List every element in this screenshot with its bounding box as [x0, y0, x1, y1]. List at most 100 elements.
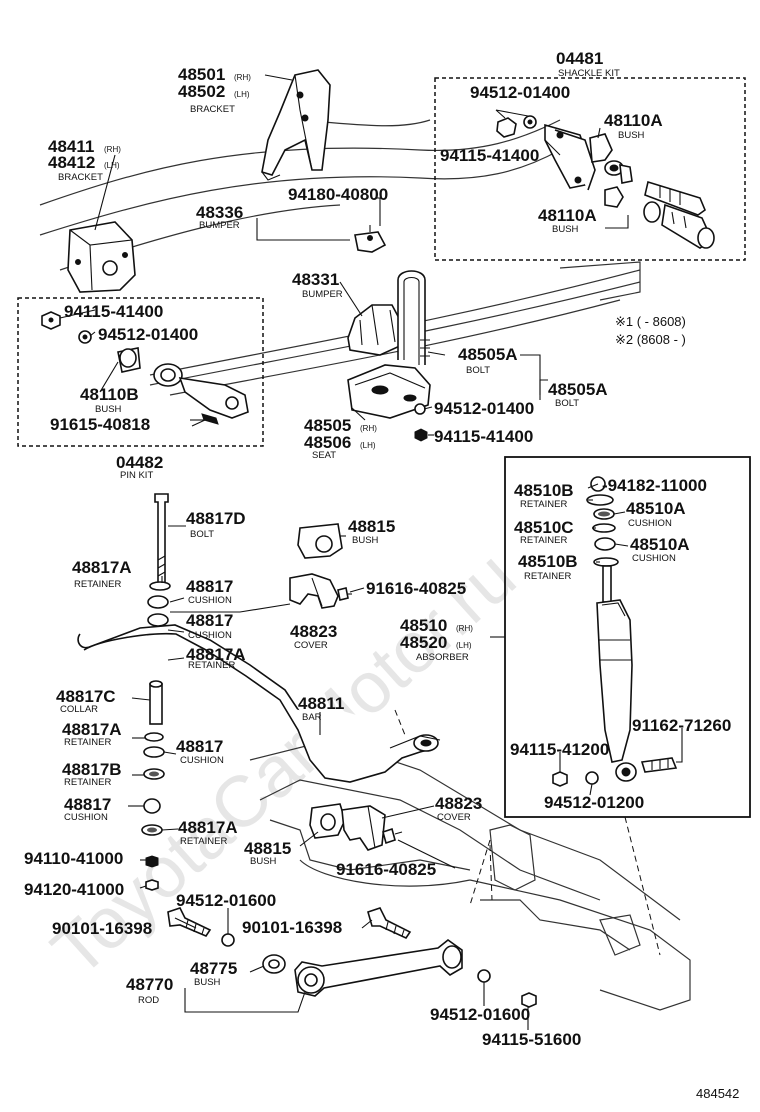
part-name-48520: ABSORBER: [416, 652, 469, 663]
part-number-48770[interactable]: 48770: [126, 975, 173, 994]
part-number-48823-a[interactable]: 48823: [290, 622, 337, 641]
part-name-48510C: RETAINER: [520, 535, 567, 546]
part-number-48817-d[interactable]: 48817: [64, 795, 111, 814]
part-number-48510A-a[interactable]: 48510A: [626, 499, 686, 518]
part-number-48817A-d[interactable]: 48817A: [178, 818, 238, 837]
part-name-48510A-b: CUSHION: [632, 553, 676, 564]
part-name-48505A-b: BOLT: [555, 398, 579, 409]
part-number-48110B[interactable]: 48110B: [80, 385, 139, 404]
part-number-94512-01600-a[interactable]: 94512-01600: [176, 891, 276, 910]
part-number-48817A-a[interactable]: 48817A: [72, 558, 132, 577]
part-number-94115-41400-a[interactable]: 94115-41400: [440, 146, 539, 165]
part-number-48510[interactable]: 48510: [400, 616, 447, 635]
part-number-48823-b[interactable]: 48823: [435, 794, 482, 813]
part-name-48510B-a: RETAINER: [520, 499, 567, 510]
part-number-48505A-a[interactable]: 48505A: [458, 345, 518, 364]
bracket-48411[interactable]: [67, 221, 136, 293]
part-number-94120-41000[interactable]: 94120-41000: [24, 880, 124, 899]
part-number-94512-01400-b[interactable]: 94512-01400: [98, 325, 198, 344]
bracket-48501[interactable]: [261, 69, 331, 181]
part-number-94512-01600-b[interactable]: 94512-01600: [430, 1005, 530, 1024]
part-number-48510C[interactable]: 48510C: [514, 518, 574, 537]
part-name-04482: PIN KIT: [120, 470, 153, 481]
side-tag-48505: (RH): [360, 424, 377, 433]
part-number-94115-41400-c[interactable]: 94115-41400: [434, 427, 533, 446]
part-number-48817A-b[interactable]: 48817A: [186, 645, 246, 664]
part-number-94512-01400-c[interactable]: 94512-01400: [434, 399, 534, 418]
part-name-48331: BUMPER: [302, 289, 343, 300]
part-number-48336[interactable]: 48336: [196, 203, 243, 222]
part-number-48501[interactable]: 48501: [178, 65, 225, 84]
part-name-48815-a: BUSH: [352, 535, 379, 546]
part-name-48817-c: CUSHION: [180, 755, 224, 766]
part-name-48770: ROD: [138, 995, 159, 1006]
part-name-48817-b: CUSHION: [188, 630, 232, 641]
pin-kit-parts[interactable]: [41, 311, 249, 425]
part-name-48775: BUSH: [194, 977, 221, 988]
dashed-connectors: [394, 709, 661, 956]
part-number-48510A-b[interactable]: 48510A: [630, 535, 690, 554]
part-number-48817D[interactable]: 48817D: [186, 509, 246, 528]
part-number-48510B-a[interactable]: 48510B: [514, 481, 574, 500]
part-number-48815-a[interactable]: 48815: [348, 517, 395, 536]
part-number-48505[interactable]: 48505: [304, 416, 351, 435]
part-name-48110B: BUSH: [95, 404, 122, 415]
part-name-48412: BRACKET: [58, 172, 103, 183]
side-tag-48411: (RH): [104, 145, 121, 154]
absorber-parts[interactable]: [552, 476, 678, 787]
bush-cover-upper[interactable]: [289, 523, 352, 609]
part-number-48817A-c[interactable]: 48817A: [62, 720, 122, 739]
part-number-94115-41200[interactable]: 94115-41200: [510, 740, 609, 759]
part-number-94182-11000[interactable]: -94182-11000: [602, 476, 707, 495]
part-number-48502[interactable]: 48502: [178, 82, 225, 101]
part-number-91615-40818[interactable]: 91615-40818: [50, 415, 150, 434]
bumper-48336[interactable]: [354, 225, 387, 253]
part-number-94512-01200[interactable]: 94512-01200: [544, 793, 644, 812]
part-number-94115-51600[interactable]: 94115-51600: [482, 1030, 581, 1049]
part-number-91616-40825-b[interactable]: 91616-40825: [336, 860, 436, 879]
part-number-48411[interactable]: 48411: [48, 137, 94, 156]
part-name-48336: BUMPER: [199, 220, 240, 231]
part-name-48110A-a: BUSH: [618, 130, 645, 141]
part-number-04482[interactable]: 04482: [116, 453, 163, 472]
shackle-parts[interactable]: [496, 115, 715, 249]
seat-48505[interactable]: [347, 364, 431, 419]
part-name-48510A-a: CUSHION: [628, 518, 672, 529]
part-number-48506[interactable]: 48506: [304, 433, 351, 452]
part-number-48412[interactable]: 48412: [48, 153, 95, 172]
part-number-48815-b[interactable]: 48815: [244, 839, 291, 858]
part-number-48331[interactable]: 48331: [292, 270, 339, 289]
part-name-04481: SHACKLE KIT: [558, 68, 620, 79]
part-name-48817A-a: RETAINER: [74, 579, 121, 590]
part-number-48110A-a[interactable]: 48110A: [604, 111, 663, 130]
part-number-90101-16398-a[interactable]: 90101-16398: [52, 919, 152, 938]
part-number-48510B-b[interactable]: 48510B: [518, 552, 578, 571]
part-number-48775[interactable]: 48775: [190, 959, 237, 978]
side-tag-48506: (LH): [360, 441, 376, 450]
part-number-48817-a[interactable]: 48817: [186, 577, 233, 596]
part-number-04481[interactable]: 04481: [556, 49, 603, 68]
bush-cover-lower[interactable]: [309, 803, 403, 851]
part-number-48817-b[interactable]: 48817: [186, 611, 233, 630]
part-number-48817-c[interactable]: 48817: [176, 737, 223, 756]
part-number-48811[interactable]: 48811: [298, 694, 344, 713]
seat-nuts[interactable]: [414, 403, 428, 442]
part-name-48817A-c: RETAINER: [64, 737, 111, 748]
note-1: ※1 ( - 8608): [615, 314, 686, 329]
part-number-94512-01400-a[interactable]: 94512-01400: [470, 83, 570, 102]
u-bolt-48505A[interactable]: [397, 270, 430, 365]
part-number-48505A-b[interactable]: 48505A: [548, 380, 608, 399]
part-number-48817C[interactable]: 48817C: [56, 687, 116, 706]
part-number-91616-40825-a[interactable]: 91616-40825: [366, 579, 466, 598]
part-number-48520[interactable]: 48520: [400, 633, 447, 652]
part-number-94110-41000[interactable]: 94110-41000: [24, 849, 123, 868]
part-number-48817B[interactable]: 48817B: [62, 760, 122, 779]
part-number-91162-71260[interactable]: 91162-71260: [632, 716, 731, 735]
stabilizer-bar-48811[interactable]: [77, 624, 441, 783]
lateral-rod-48770[interactable]: [167, 907, 537, 1008]
part-number-90101-16398-b[interactable]: 90101-16398: [242, 918, 342, 937]
part-number-48110A-b[interactable]: 48110A: [538, 206, 597, 225]
part-number-94180-40800[interactable]: 94180-40800: [288, 185, 388, 204]
part-number-94115-41400-b[interactable]: 94115-41400: [64, 302, 163, 321]
bumper-48331[interactable]: [347, 304, 403, 356]
